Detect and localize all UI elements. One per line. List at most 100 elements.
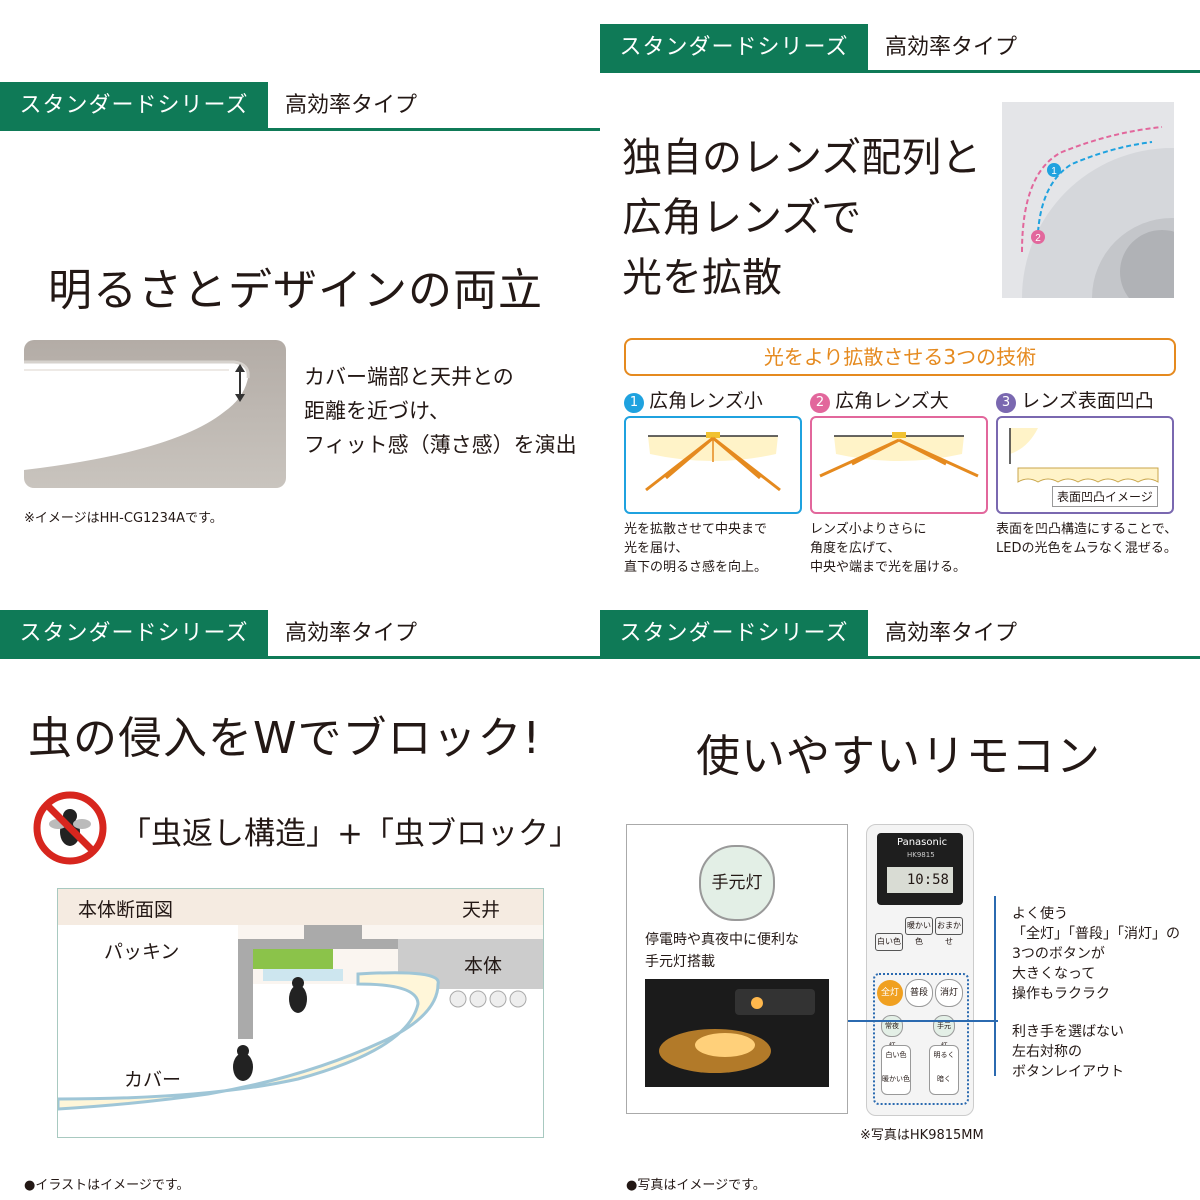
hand-light-photo [645,979,829,1087]
callout-line: 「全灯」「普段」「消灯」の [1012,926,1180,942]
tech-item-title: 広角レンズ大 [835,390,949,412]
type-label: 高効率タイプ [885,621,1018,646]
cross-section-diagram: 本体断面図 天井 本体 パッキン カバー [57,888,544,1138]
header-rule [0,128,600,131]
panel2-headline: 独自のレンズ配列と 広角レンズで 光を拡散 [622,128,981,308]
surface-inset-label: 表面凹凸イメージ [1052,486,1158,507]
desc-line: 角度を広げて、 [810,541,901,556]
body-label: 本体 [464,955,503,977]
panel1-note: ※イメージはHH-CG1234Aです。 [24,511,223,526]
svg-text:1: 1 [1051,166,1057,177]
normal-light-button[interactable]: 普段 [905,979,933,1007]
tech-item-title: 広角レンズ小 [649,390,763,412]
desc-line: 表面を凹凸構造にすることで、 [996,522,1178,537]
lens-small-diagram [624,416,802,514]
callout-1: よく使う 「全灯」「普段」「消灯」の 3つのボタンが 大きくなって 操作もラクラ… [1012,904,1180,1004]
feature-label: 「虫返し構造」+「虫ブロック」 [120,816,580,852]
light-fixture-photo [24,340,286,488]
tech-item-1-heading: 1 広角レンズ小 [624,386,763,413]
headline-line: 広角レンズで [622,195,862,241]
diagram-title: 本体断面図 [78,899,174,921]
remote-brand: Panasonic [897,837,948,848]
panel1-body: カバー端部と天井との 距離を近づけ、 フィット感（薄さ感）を演出 [304,360,577,462]
svg-text:2: 2 [1035,233,1041,244]
body-line: 距離を近づけ、 [304,399,450,423]
type-label: 高効率タイプ [285,93,418,118]
rocker-label: 明るく [933,1051,955,1059]
auto-button[interactable]: おまかせ [935,917,963,946]
panel3-headline: 虫の侵入をWでブロック! [28,713,542,764]
off-button[interactable]: 消灯 [935,979,963,1007]
night-light-button[interactable]: 常夜灯 [881,1015,903,1050]
right-rocker[interactable]: 明るく 暗く [929,1045,959,1095]
tech-title: 光をより拡散させる3つの技術 [624,338,1176,376]
ceiling-label: 天井 [462,899,501,921]
hand-light-card: 手元灯 停電時や真夜中に便利な 手元灯搭載 [626,824,848,1114]
header-rule [600,656,1200,659]
series-tag: スタンダードシリーズ [0,610,268,658]
white-color-button[interactable]: 白い色 [875,933,903,951]
callout-line: ボタンレイアウト [1012,1064,1124,1080]
desc-line: 光を届け、 [624,541,689,556]
tech-item-desc: 表面を凹凸構造にすることで、 LEDの光色をムラなく混ぜる。 [996,520,1177,558]
tech-item-2-heading: 2 広角レンズ大 [810,386,949,413]
callout-line: 大きくなって [1012,966,1096,982]
header-rule [600,70,1200,73]
remote-main-area [873,973,969,1105]
hand-light-badge: 手元灯 [699,845,775,921]
hand-light-button[interactable]: 手元灯 [933,1015,955,1050]
cover-label: カバー [124,1069,182,1091]
remote-top: Panasonic HK9815 10:58 [877,833,963,905]
panel3-header: スタンダードシリーズ 高効率タイプ [0,610,600,659]
desc-line: 中央や端まで光を届ける。 [810,560,967,575]
series-tag: スタンダードシリーズ [0,82,268,130]
rocker-label: 白い色 [885,1051,907,1059]
callout-line: 左右対称の [1012,1044,1082,1060]
series-tag: スタンダードシリーズ [600,610,868,658]
photo-caption: ※写真はHK9815MM [860,1128,984,1143]
tech-item-title: レンズ表面凹凸 [1021,390,1154,412]
warm-color-button[interactable]: 暖かい色 [905,917,933,946]
panel4-header: スタンダードシリーズ 高効率タイプ [600,610,1200,659]
lens-surface-diagram: 表面凹凸イメージ [996,416,1174,514]
tech-item-3-heading: 3 レンズ表面凹凸 [996,386,1154,413]
desc-line: 直下の明るさ感を向上。 [624,560,768,575]
panel3-note: ●イラストはイメージです。 [24,1178,190,1193]
desc-line: 手元灯搭載 [645,954,715,970]
desc-line: 停電時や真夜中に便利な [645,932,799,948]
remote-model: HK9815 [907,851,935,859]
desc-line: レンズ小よりさらに [810,522,927,537]
panel2-header: スタンダードシリーズ 高効率タイプ [600,24,1200,73]
callout-2: 利き手を選ばない 左右対称の ボタンレイアウト [1012,1022,1124,1082]
remote-main-row: 全灯普段消灯 [877,979,963,1007]
panel1-headline: 明るさとデザインの両立 [48,265,543,316]
rocker-label: 暖かい色 [882,1075,910,1083]
headline-line: 独自のレンズ配列と [622,135,982,181]
tech-item-desc: 光を拡散させて中央まで 光を届け、 直下の明るさ感を向上。 [624,520,767,577]
tech-item-desc: レンズ小よりさらに 角度を広げて、 中央や端まで光を届ける。 [810,520,966,577]
body-line: フィット感（薄さ感）を演出 [304,433,577,457]
remote-row1: 白い色暖かい色おまかせ [875,917,963,951]
desc-line: 光を拡散させて中央まで [624,522,768,537]
left-rocker[interactable]: 白い色 暖かい色 [881,1045,911,1095]
remote-control: Panasonic HK9815 10:58 白い色暖かい色おまかせ 全灯普段消… [866,824,974,1116]
number-badge: 1 [624,392,644,413]
callout-line: よく使う [1012,906,1068,922]
body-line: カバー端部と天井との [304,365,514,389]
hand-light-desc: 停電時や真夜中に便利な 手元灯搭載 [645,929,799,973]
no-bug-icon [32,790,108,866]
callout-bracket [994,896,1002,1076]
headline-line: 光を拡散 [622,255,782,301]
lens-large-diagram [810,416,988,514]
full-light-button[interactable]: 全灯 [877,980,903,1006]
packing-label: パッキン [104,941,180,963]
panel4-headline: 使いやすいリモコン [696,731,1101,782]
rocker-label: 暗く [937,1075,951,1083]
panel4-note: ●写真はイメージです。 [626,1178,766,1193]
number-badge: 3 [996,392,1016,413]
lens-photo: 1 2 [1002,102,1174,298]
series-tag: スタンダードシリーズ [600,24,868,72]
callout-line: 利き手を選ばない [1012,1024,1124,1040]
callout-line: 3つのボタンが [1012,946,1105,962]
panel1-header: スタンダードシリーズ 高効率タイプ [0,82,600,131]
